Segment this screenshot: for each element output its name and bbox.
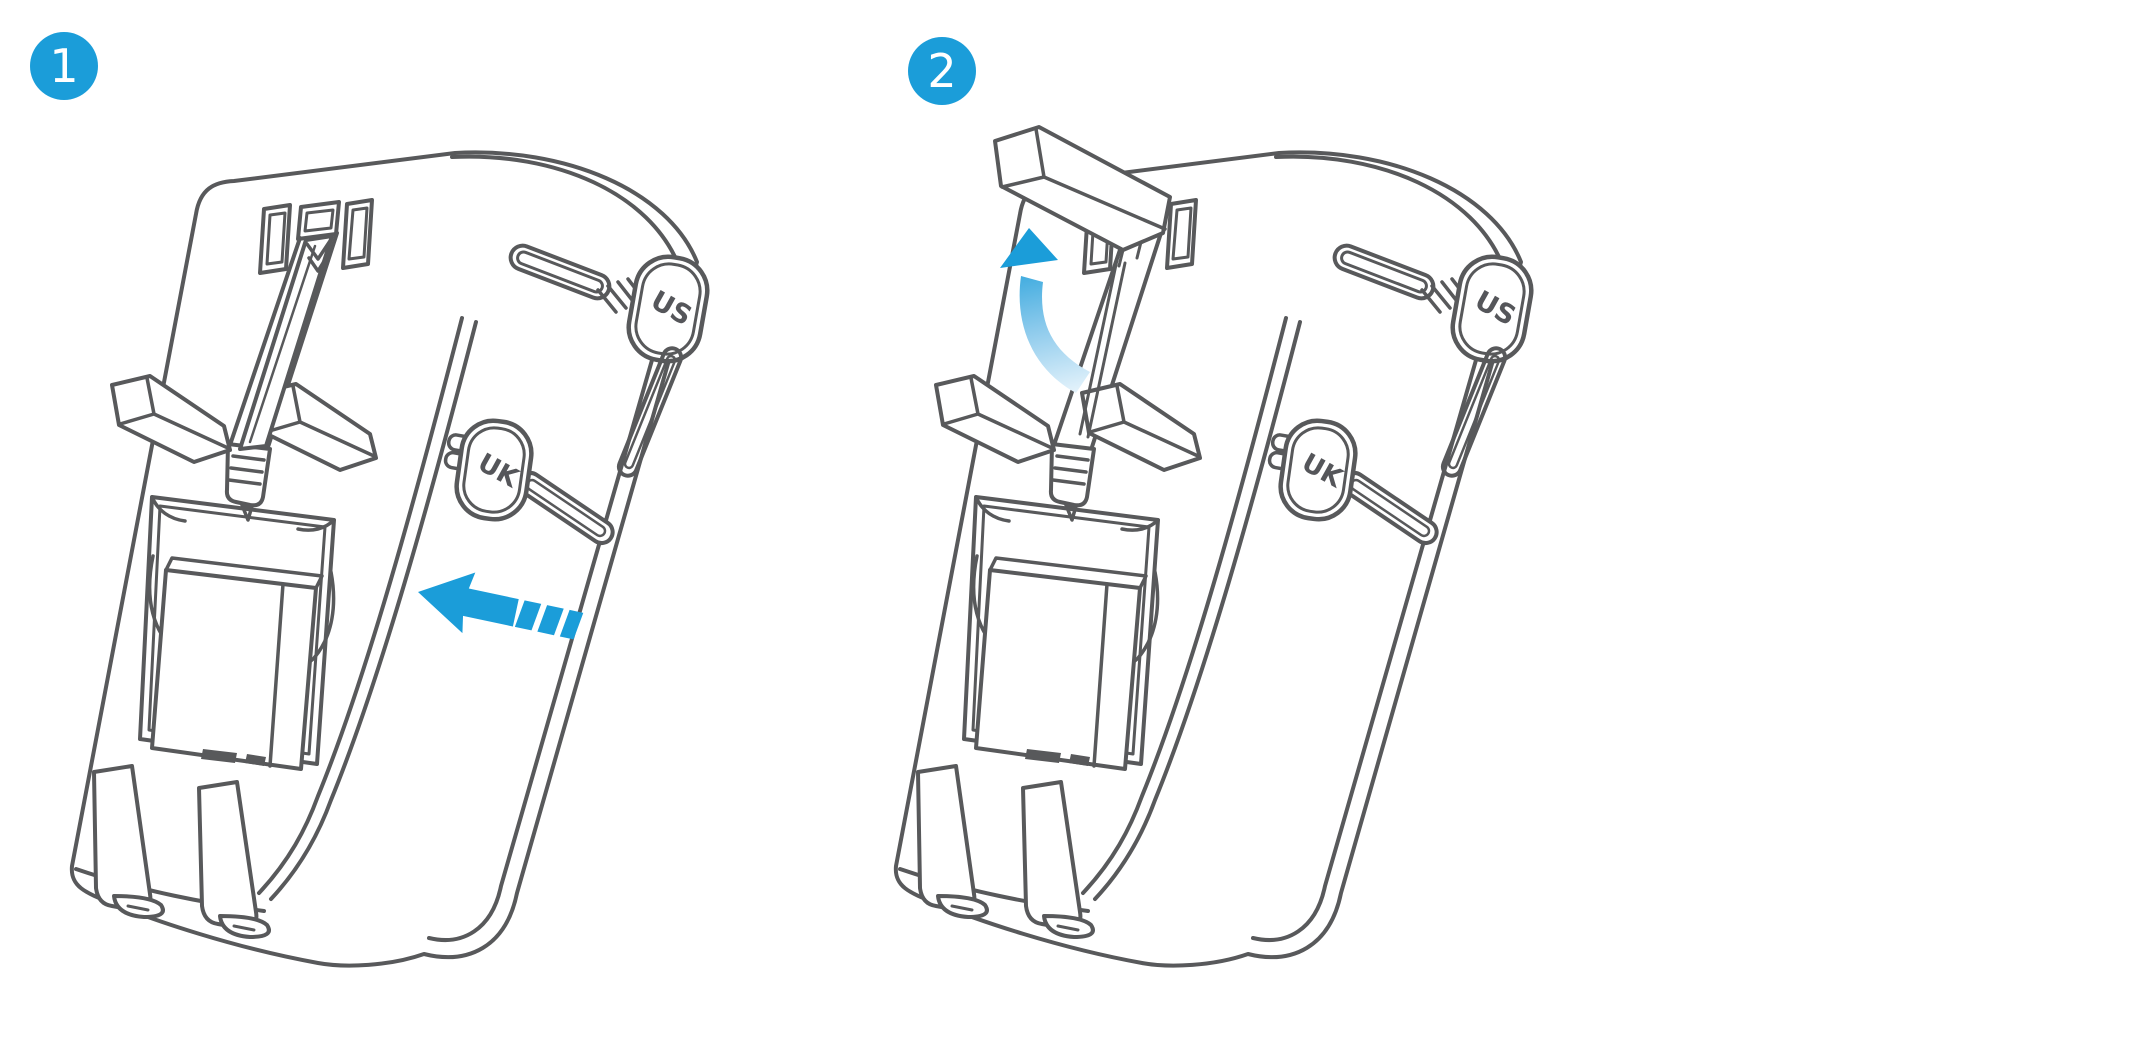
arrow-dash-2 <box>537 605 564 636</box>
earth-pin-blade-edges <box>1000 127 1167 231</box>
step-2-panel: 2 <box>896 37 1537 966</box>
step-1-number: 1 <box>49 39 78 93</box>
earth-pin-raised <box>993 125 1172 439</box>
earth-pin-tip-bevel <box>305 239 332 273</box>
arrow-dash-3 <box>559 609 584 640</box>
slide-left-arrow-icon <box>418 572 584 640</box>
arrow-dash-1 <box>514 600 542 631</box>
step-2-badge: 2 <box>908 37 976 105</box>
hinge-strut <box>1078 258 1127 439</box>
earth-pin-folded <box>238 234 334 451</box>
step-1-panel: 1 <box>30 32 712 966</box>
step-2-number: 2 <box>927 44 956 98</box>
earth-pin-root-marks <box>1117 240 1143 268</box>
flip-arrow-band <box>1019 276 1090 393</box>
step-1-badge: 1 <box>30 32 98 100</box>
step-2-badge-circle <box>908 37 976 105</box>
flip-up-arrow-icon <box>1000 228 1090 393</box>
flip-arrow-head <box>1000 228 1058 268</box>
earth-pin-blade-flat <box>238 234 334 451</box>
step-1-badge-circle <box>30 32 98 100</box>
earth-pin-shine <box>248 244 317 444</box>
arrow-head-shaft <box>418 572 519 634</box>
